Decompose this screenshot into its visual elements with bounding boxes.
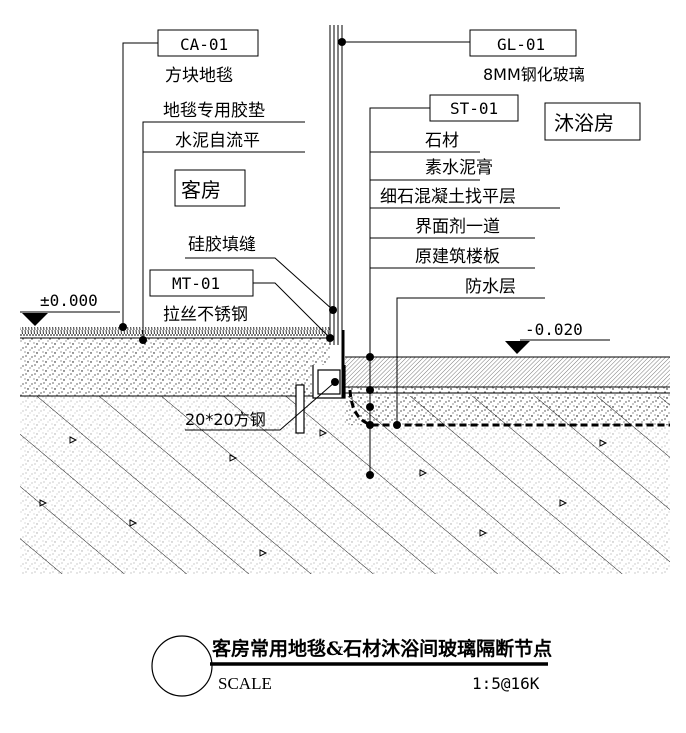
glass-panel bbox=[329, 25, 343, 345]
st-tag-box bbox=[429, 94, 519, 122]
scale-value: 1:5@16K bbox=[472, 674, 540, 693]
st-code: ST-01 bbox=[450, 99, 498, 118]
gl-code: GL-01 bbox=[497, 35, 545, 54]
ca-tag-box bbox=[157, 29, 259, 57]
leader-dots bbox=[119, 38, 401, 479]
title-block: 客房常用地毯&石材沐浴间玻璃隔断节点 SCALE 1:5@16K bbox=[151, 635, 552, 697]
shower-floor bbox=[345, 356, 670, 427]
carpet-pad-label: 地毯专用胶垫 bbox=[163, 101, 265, 121]
sealant-label: 硅胶填缝 bbox=[188, 235, 256, 255]
level-right: -0.020 bbox=[525, 320, 583, 339]
ca-code: CA-01 bbox=[180, 35, 228, 54]
level-left: ±0.000 bbox=[40, 291, 98, 310]
level-triangle-right bbox=[505, 341, 530, 354]
gl-name: 8MM钢化玻璃 bbox=[483, 65, 585, 84]
guest-room-label: 客房 bbox=[181, 178, 221, 202]
cement-paste-label: 素水泥膏 bbox=[425, 157, 493, 178]
level-triangle-left bbox=[22, 313, 48, 326]
shower-room-label: 沐浴房 bbox=[554, 111, 614, 135]
mt-name: 拉丝不锈钢 bbox=[163, 305, 248, 325]
interface-label: 界面剂一道 bbox=[415, 217, 500, 237]
steel-label: 20*20方钢 bbox=[185, 410, 266, 429]
scale-label: SCALE bbox=[218, 674, 272, 693]
guest-room-floor bbox=[20, 327, 345, 397]
leader-lines bbox=[20, 41, 610, 475]
ca-name: 方块地毯 bbox=[165, 66, 233, 86]
waterproof-label: 防水层 bbox=[465, 277, 516, 297]
drawing-title: 客房常用地毯&石材沐浴间玻璃隔断节点 bbox=[212, 637, 552, 660]
shower-room-box bbox=[544, 102, 641, 141]
mt-tag-box bbox=[149, 269, 254, 297]
level-markers bbox=[22, 313, 530, 354]
self-level-label: 水泥自流平 bbox=[175, 131, 260, 151]
steel-channel bbox=[295, 330, 346, 434]
screed-label: 细石混凝土找平层 bbox=[380, 187, 516, 207]
slab-label: 原建筑楼板 bbox=[415, 247, 500, 267]
mt-code: MT-01 bbox=[172, 274, 220, 293]
stone-label: 石材 bbox=[425, 131, 459, 151]
detail-circle bbox=[151, 635, 213, 697]
guest-room-box bbox=[174, 169, 246, 207]
gl-tag-box bbox=[469, 29, 577, 57]
